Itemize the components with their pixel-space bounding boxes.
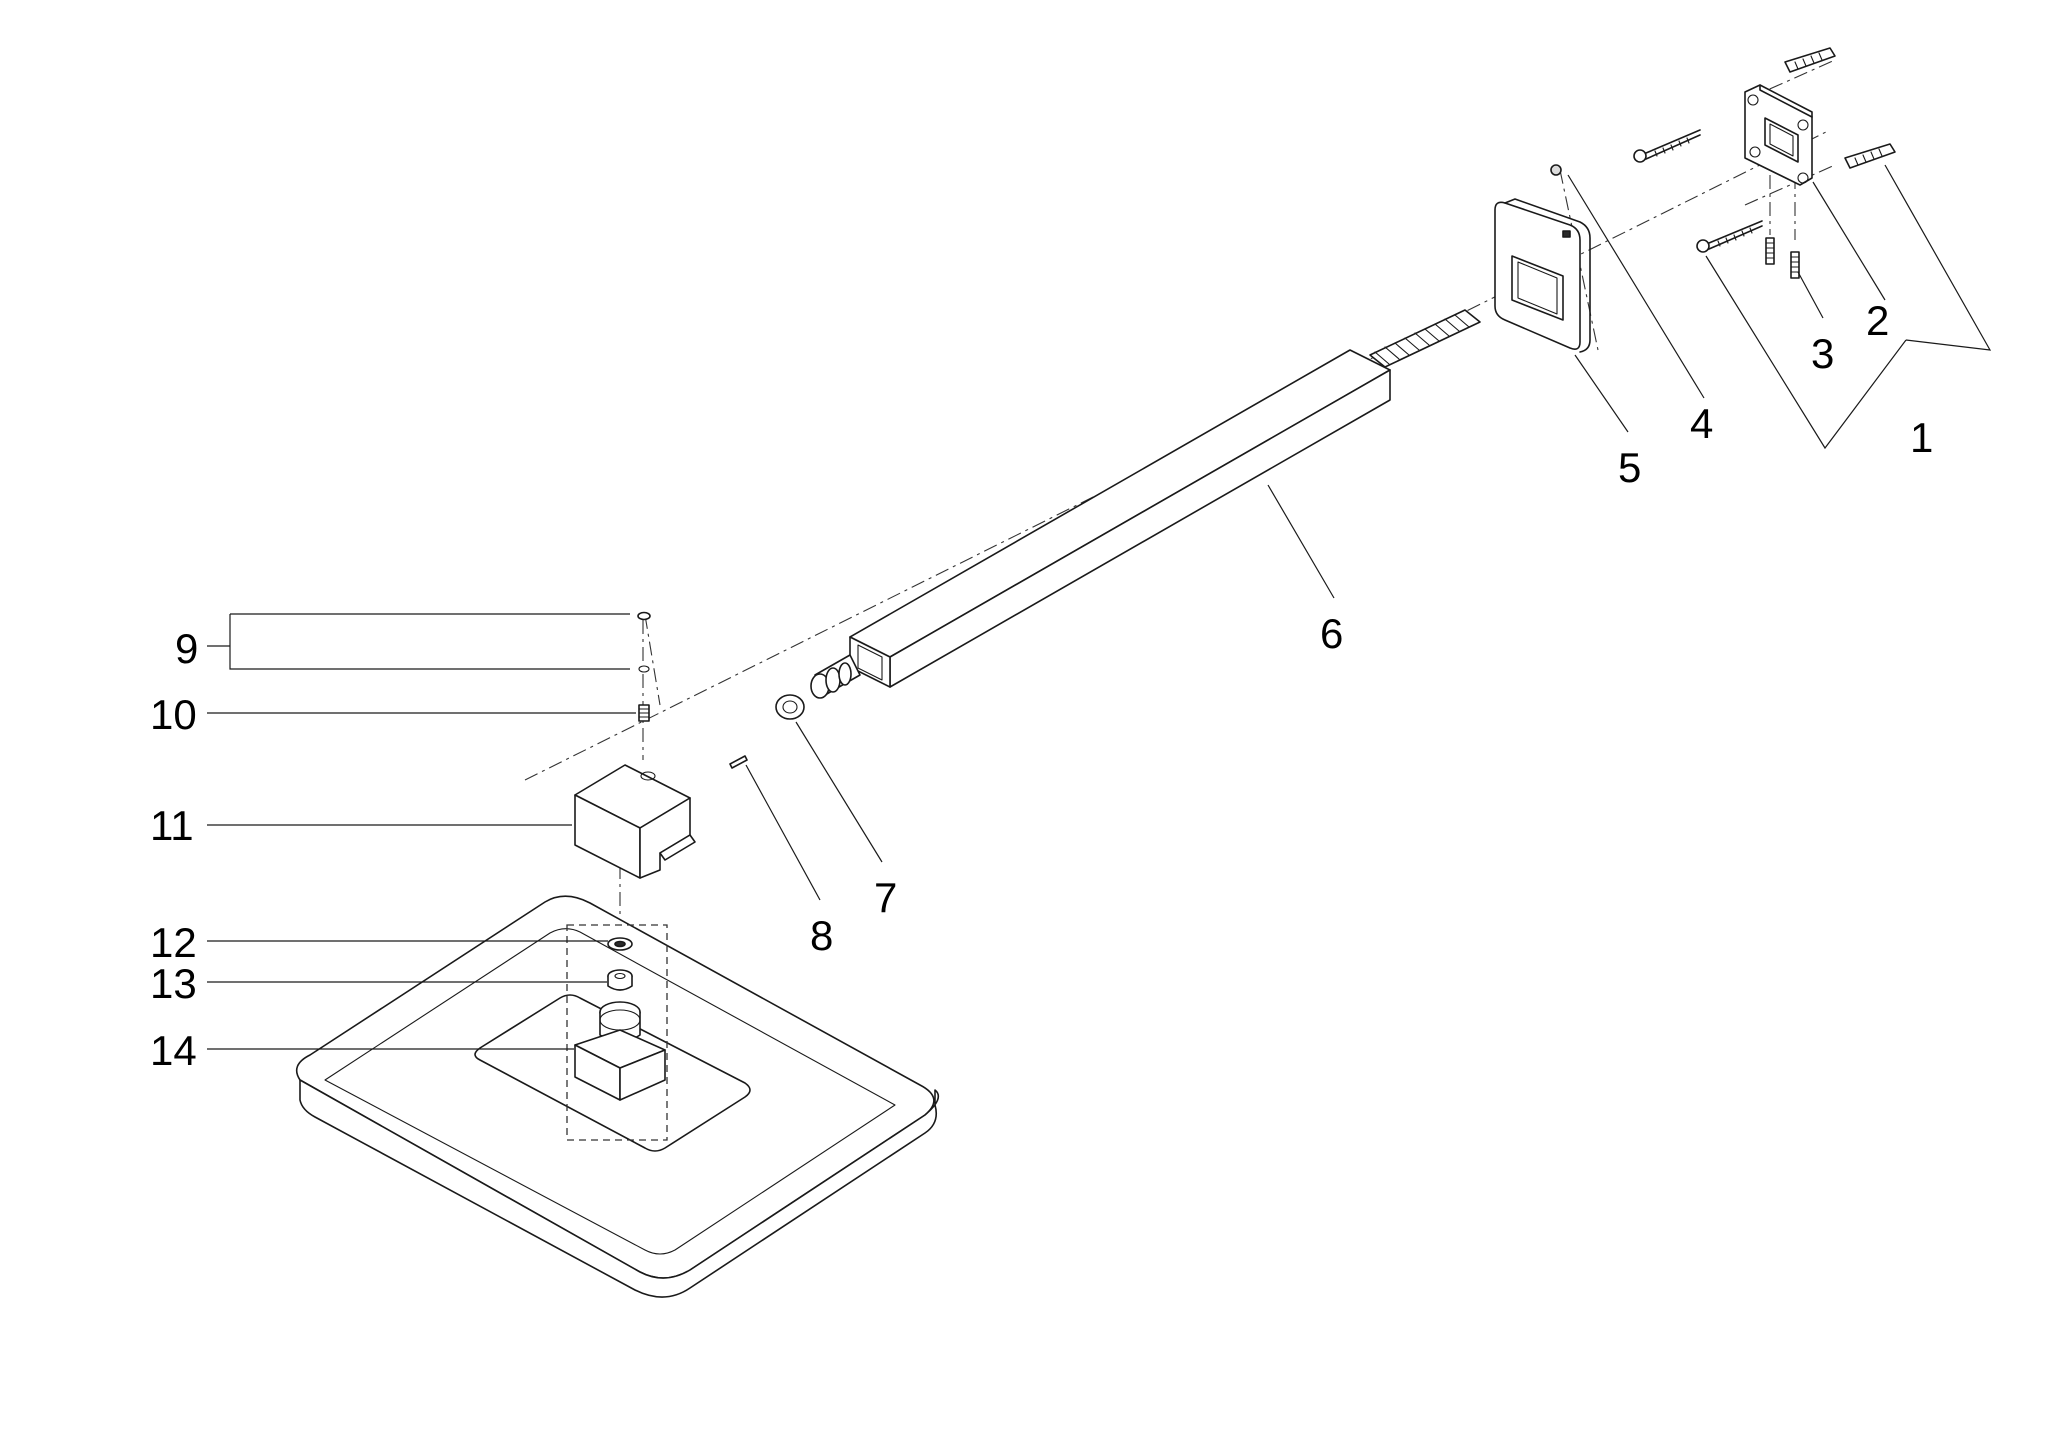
callout-5: 5 (1618, 444, 1641, 491)
callout-10: 10 (150, 691, 197, 738)
shower-arm (810, 309, 1481, 699)
callout-11: 11 (150, 802, 194, 849)
callout-9: 9 (175, 625, 198, 672)
callout-6: 6 (1320, 610, 1343, 657)
callout-2: 2 (1866, 297, 1889, 344)
callout-7: 7 (874, 874, 897, 921)
callout-1: 1 (1910, 414, 1933, 461)
wall-rosette (1494, 198, 1591, 353)
callout-4: 4 (1690, 400, 1713, 447)
wall-screw-lower (1696, 220, 1763, 253)
locating-pin (729, 755, 748, 769)
grub-screws-pair (1765, 237, 1800, 279)
callout-12: 12 (150, 919, 197, 966)
wall-plug-right (1844, 143, 1896, 169)
callout-3: 3 (1811, 330, 1834, 377)
callout-8: 8 (810, 912, 833, 959)
callout-labels: 1 2 3 4 5 6 7 8 9 10 11 12 13 14 (150, 297, 1933, 1074)
washer-ring (775, 694, 805, 720)
cover-grub-screw (1550, 164, 1562, 176)
flow-restrictor (607, 969, 633, 991)
connector-dashed-boundary (566, 924, 668, 1141)
top-cap-screw (637, 611, 651, 673)
set-screw (638, 704, 650, 722)
ball-joint-connector (574, 1001, 666, 1101)
wall-plug-top (1784, 47, 1836, 73)
leader-lines (207, 164, 1992, 1050)
elbow-block (574, 764, 696, 879)
callout-14: 14 (150, 1027, 197, 1074)
filter-disc (607, 937, 633, 951)
wall-screw-upper (1633, 129, 1701, 163)
callout-13: 13 (150, 960, 197, 1007)
assembly-axes (524, 59, 1836, 1030)
wall-bracket (1744, 84, 1813, 186)
